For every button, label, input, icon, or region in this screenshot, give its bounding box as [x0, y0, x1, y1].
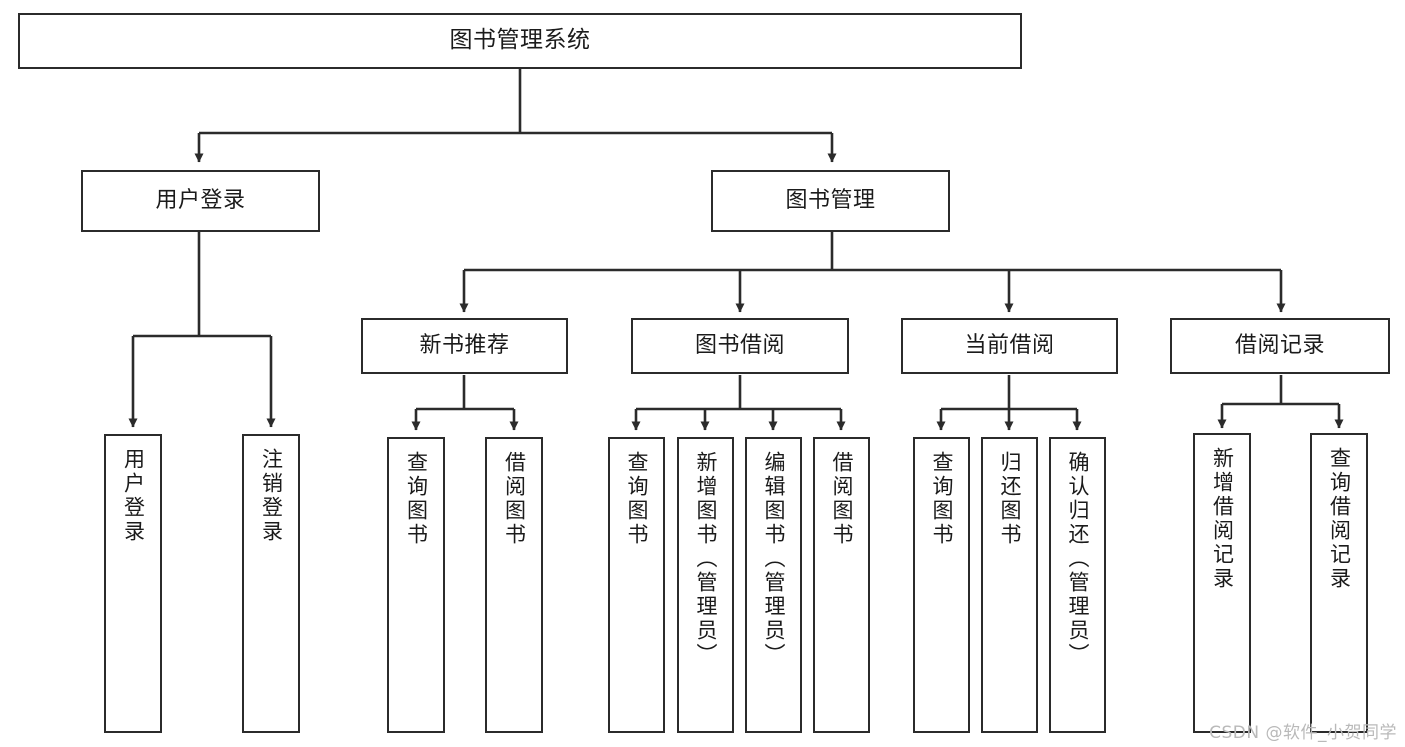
node-leaf-query-record[interactable]: 查询借阅记录 — [1310, 433, 1368, 733]
node-label: 编辑图书（管理员） — [762, 451, 786, 667]
node-label: 当前借阅 — [964, 333, 1055, 359]
node-label: 图书借阅 — [694, 333, 785, 359]
node-leaf-borrow-book-2[interactable]: 借阅图书 — [813, 437, 870, 733]
node-leaf-user-logout[interactable]: 注销登录 — [242, 434, 300, 733]
node-leaf-return-book[interactable]: 归还图书 — [981, 437, 1038, 733]
node-leaf-edit-book[interactable]: 编辑图书（管理员） — [745, 437, 802, 733]
node-borrow-record[interactable]: 借阅记录 — [1170, 318, 1390, 374]
node-root-system[interactable]: 图书管理系统 — [18, 13, 1022, 69]
node-label: 新书推荐 — [419, 333, 510, 359]
node-label: 查询图书 — [625, 451, 649, 547]
node-label: 确认归还（管理员） — [1066, 451, 1090, 667]
node-label: 借阅图书 — [830, 451, 854, 547]
node-leaf-add-record[interactable]: 新增借阅记录 — [1193, 433, 1251, 733]
node-leaf-query-book-1[interactable]: 查询图书 — [387, 437, 445, 733]
node-leaf-user-login[interactable]: 用户登录 — [104, 434, 162, 733]
node-label: 新增图书（管理员） — [694, 451, 718, 667]
node-label: 查询图书 — [404, 451, 429, 547]
node-label: 查询图书 — [930, 451, 954, 547]
node-leaf-query-book-3[interactable]: 查询图书 — [913, 437, 970, 733]
node-label: 图书管理系统 — [449, 27, 591, 54]
node-label: 注销登录 — [259, 448, 284, 544]
node-label: 用户登录 — [121, 448, 146, 544]
node-label: 借阅记录 — [1234, 333, 1325, 359]
node-label: 用户登录 — [155, 188, 246, 214]
node-label: 归还图书 — [998, 451, 1022, 547]
node-leaf-query-book-2[interactable]: 查询图书 — [608, 437, 665, 733]
node-label: 查询借阅记录 — [1327, 447, 1352, 591]
node-leaf-confirm-return[interactable]: 确认归还（管理员） — [1049, 437, 1106, 733]
node-leaf-add-book[interactable]: 新增图书（管理员） — [677, 437, 734, 733]
node-label: 借阅图书 — [502, 451, 527, 547]
node-new-book-recommend[interactable]: 新书推荐 — [361, 318, 568, 374]
node-book-manage[interactable]: 图书管理 — [711, 170, 950, 232]
csdn-watermark: CSDN @软件_小贺同学 — [1209, 723, 1397, 743]
node-book-borrow[interactable]: 图书借阅 — [631, 318, 849, 374]
node-user-login[interactable]: 用户登录 — [81, 170, 320, 232]
node-label: 新增借阅记录 — [1210, 447, 1235, 591]
node-label: 图书管理 — [785, 188, 876, 214]
node-leaf-borrow-book-1[interactable]: 借阅图书 — [485, 437, 543, 733]
node-current-borrow[interactable]: 当前借阅 — [901, 318, 1118, 374]
